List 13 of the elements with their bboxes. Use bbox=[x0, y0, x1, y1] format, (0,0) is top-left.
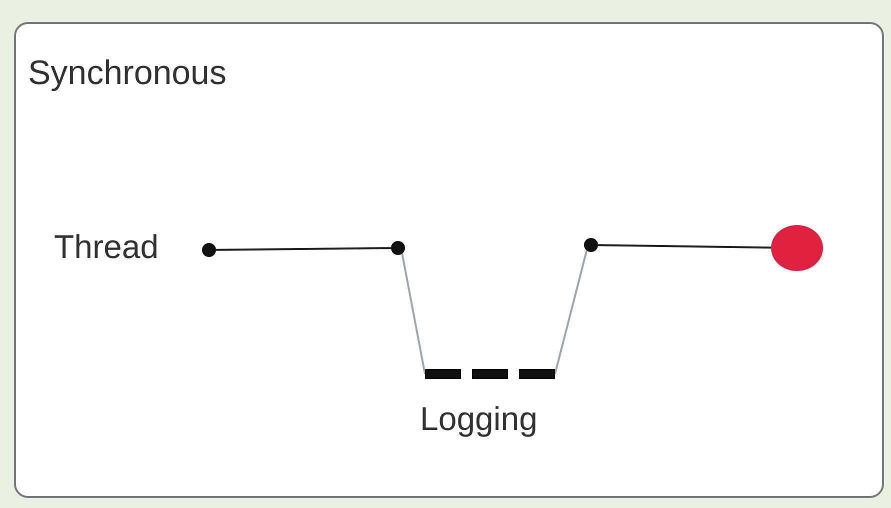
node-label: Logging bbox=[420, 400, 538, 438]
point-dot bbox=[391, 241, 405, 255]
connector-line bbox=[598, 244, 772, 249]
point-dot bbox=[584, 238, 598, 252]
end-circle bbox=[771, 225, 823, 271]
node-label: Thread bbox=[54, 228, 159, 266]
connector-line bbox=[216, 247, 392, 251]
dashed-bar bbox=[425, 369, 555, 379]
connector-line bbox=[554, 250, 588, 374]
connector-line bbox=[401, 253, 426, 374]
point-dot bbox=[202, 243, 216, 257]
panel-title: Synchronous bbox=[28, 54, 226, 93]
panel-frame bbox=[14, 22, 884, 498]
